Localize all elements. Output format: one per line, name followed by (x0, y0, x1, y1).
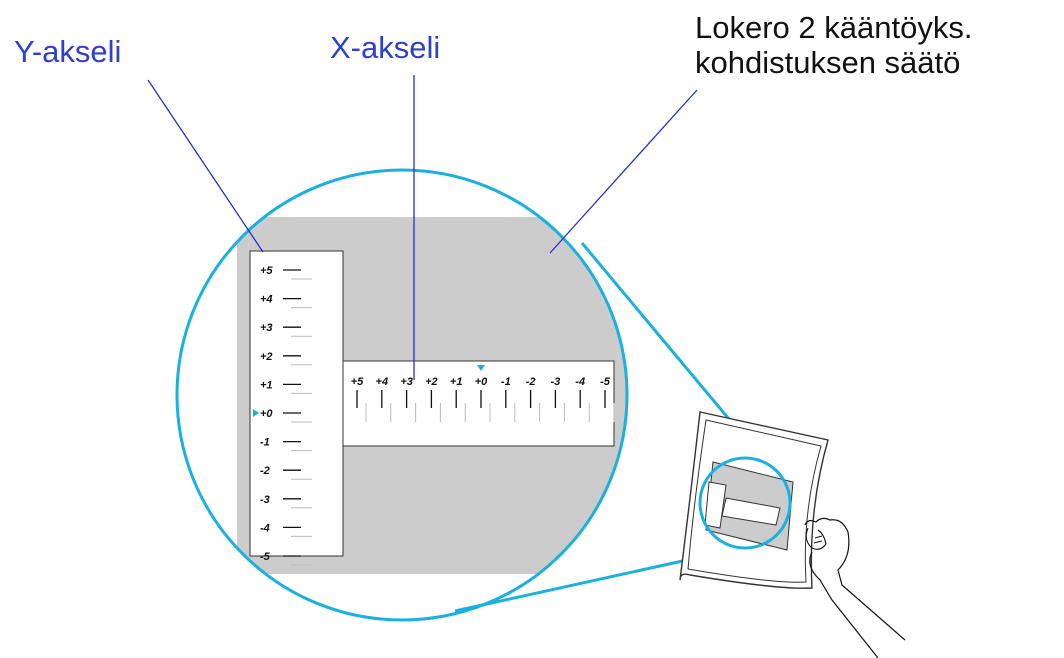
magnifier-circle (175, 168, 629, 622)
y-scale-marker (253, 409, 259, 417)
hand-outline (804, 517, 906, 641)
paper-x-scale (721, 497, 781, 526)
magnified-sheet: +5 +4 +3 +2 +1 +0 -1 -2 -3 -4 -5 +5 +4 +3 +2 +1 +0 -1 -2 -… (237, 217, 627, 574)
y-scale-label: -3 (260, 494, 270, 506)
paper-y-scale (704, 481, 727, 529)
y-scale-label: +5 (260, 265, 273, 277)
x-scale-label: +2 (425, 376, 438, 388)
x-scale-label: -1 (501, 376, 511, 388)
x-scale-marker (477, 365, 485, 371)
adjust-callout-line1: Lokero 2 kääntöyks. (695, 10, 973, 45)
small-magnifier-circle (698, 456, 792, 550)
y-scale-label: +3 (260, 322, 273, 334)
x-axis-callout: X-akseli (330, 30, 441, 65)
adjust-leader-line (549, 89, 698, 254)
y-scale-label: +4 (260, 294, 273, 306)
adjust-callout-line2: kohdistuksen säätö (695, 45, 961, 80)
x-scale-label: +3 (400, 376, 413, 388)
y-scale: +5 +4 +3 +2 +1 +0 -1 -2 -3 -4 -5 (253, 265, 312, 566)
x-scale-panel (342, 360, 615, 447)
y-axis-callout: Y-akseli (14, 34, 122, 69)
x-scale-label: -2 (526, 376, 536, 388)
y-scale-label: -2 (260, 465, 270, 477)
y-scale-label: +0 (260, 408, 273, 420)
y-scale-label: -4 (260, 522, 270, 534)
x-scale-label: +0 (475, 376, 488, 388)
y-scale-label: +1 (260, 379, 273, 391)
x-scale: +5 +4 +3 +2 +1 +0 -1 -2 -3 -4 -5 (351, 365, 615, 422)
x-scale-label: -5 (600, 376, 611, 388)
y-scale-label: -1 (260, 437, 270, 449)
y-scale-panel (249, 250, 344, 557)
y-scale-label: +2 (260, 351, 273, 363)
x-scale-label: +1 (450, 376, 463, 388)
x-scale-label: +4 (376, 376, 389, 388)
x-scale-label: -3 (551, 376, 561, 388)
x-scale-label: +5 (351, 376, 364, 388)
x-scale-label: -4 (575, 376, 585, 388)
y-axis-leader-line (147, 79, 264, 253)
thumbnail-lines (813, 535, 823, 544)
y-scale-label: -5 (260, 551, 271, 563)
paper-sheet-inner (687, 419, 822, 583)
thumb-outline (805, 527, 827, 550)
hand-holding-sheet-illustration (679, 411, 906, 658)
wrist-outline (809, 551, 879, 658)
